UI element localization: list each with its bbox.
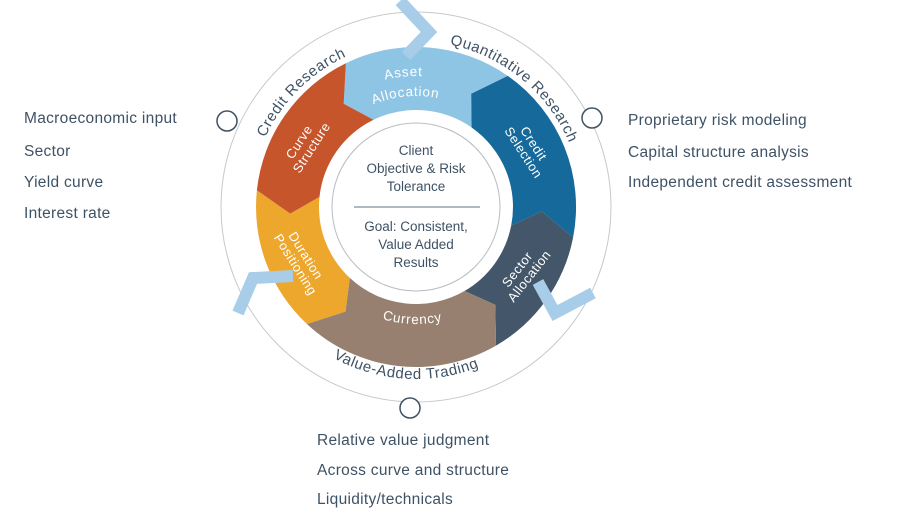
- annotation-bottom: Relative value judgment Across curve and…: [317, 432, 509, 508]
- connector-circle-right: [581, 107, 603, 129]
- connector-circle-bottom: [399, 397, 421, 419]
- segment-currency: [306, 277, 496, 368]
- center-text-line4: Goal: Consistent,: [364, 219, 468, 234]
- annotation-left-line1: Macroeconomic input: [24, 110, 177, 127]
- label-currency: Currency: [381, 308, 443, 328]
- center-text-line5: Value Added: [378, 237, 454, 252]
- annotation-right-line1: Proprietary risk modeling: [628, 112, 807, 129]
- center-text-line2: Objective & Risk: [366, 161, 465, 176]
- annotation-right-line2: Capital structure analysis: [628, 144, 809, 161]
- flow-arrow-top-icon: [395, 0, 438, 61]
- center-text-line3: Tolerance: [387, 179, 446, 194]
- center-text-line6: Results: [393, 255, 438, 270]
- annotation-left-line4: Interest rate: [24, 205, 111, 222]
- segment-curve-structure: [256, 63, 374, 214]
- flow-arrow-bottom-left-icon: [232, 270, 294, 316]
- annotation-left: Macroeconomic input Sector Yield curve I…: [24, 110, 177, 222]
- segment-duration-positioning: [256, 190, 350, 324]
- segment-asset-allocation: [343, 46, 508, 128]
- annotation-right-line3: Independent credit assessment: [628, 174, 853, 191]
- segment-credit-selection: [471, 75, 577, 238]
- annotation-right: Proprietary risk modeling Capital struct…: [628, 112, 853, 191]
- annotation-bottom-line1: Relative value judgment: [317, 432, 490, 449]
- annotation-bottom-line3: Liquidity/technicals: [317, 491, 453, 508]
- center-text-line1: Client: [399, 143, 434, 158]
- connector-circle-left: [216, 110, 238, 132]
- segment-sector-allocation: [464, 211, 574, 346]
- annotation-left-line2: Sector: [24, 143, 71, 160]
- label-asset: Asset: [383, 64, 423, 83]
- annotation-bottom-line2: Across curve and structure: [317, 462, 509, 479]
- flow-arrow-bottom-right-icon: [532, 279, 596, 322]
- annotation-left-line3: Yield curve: [24, 174, 103, 191]
